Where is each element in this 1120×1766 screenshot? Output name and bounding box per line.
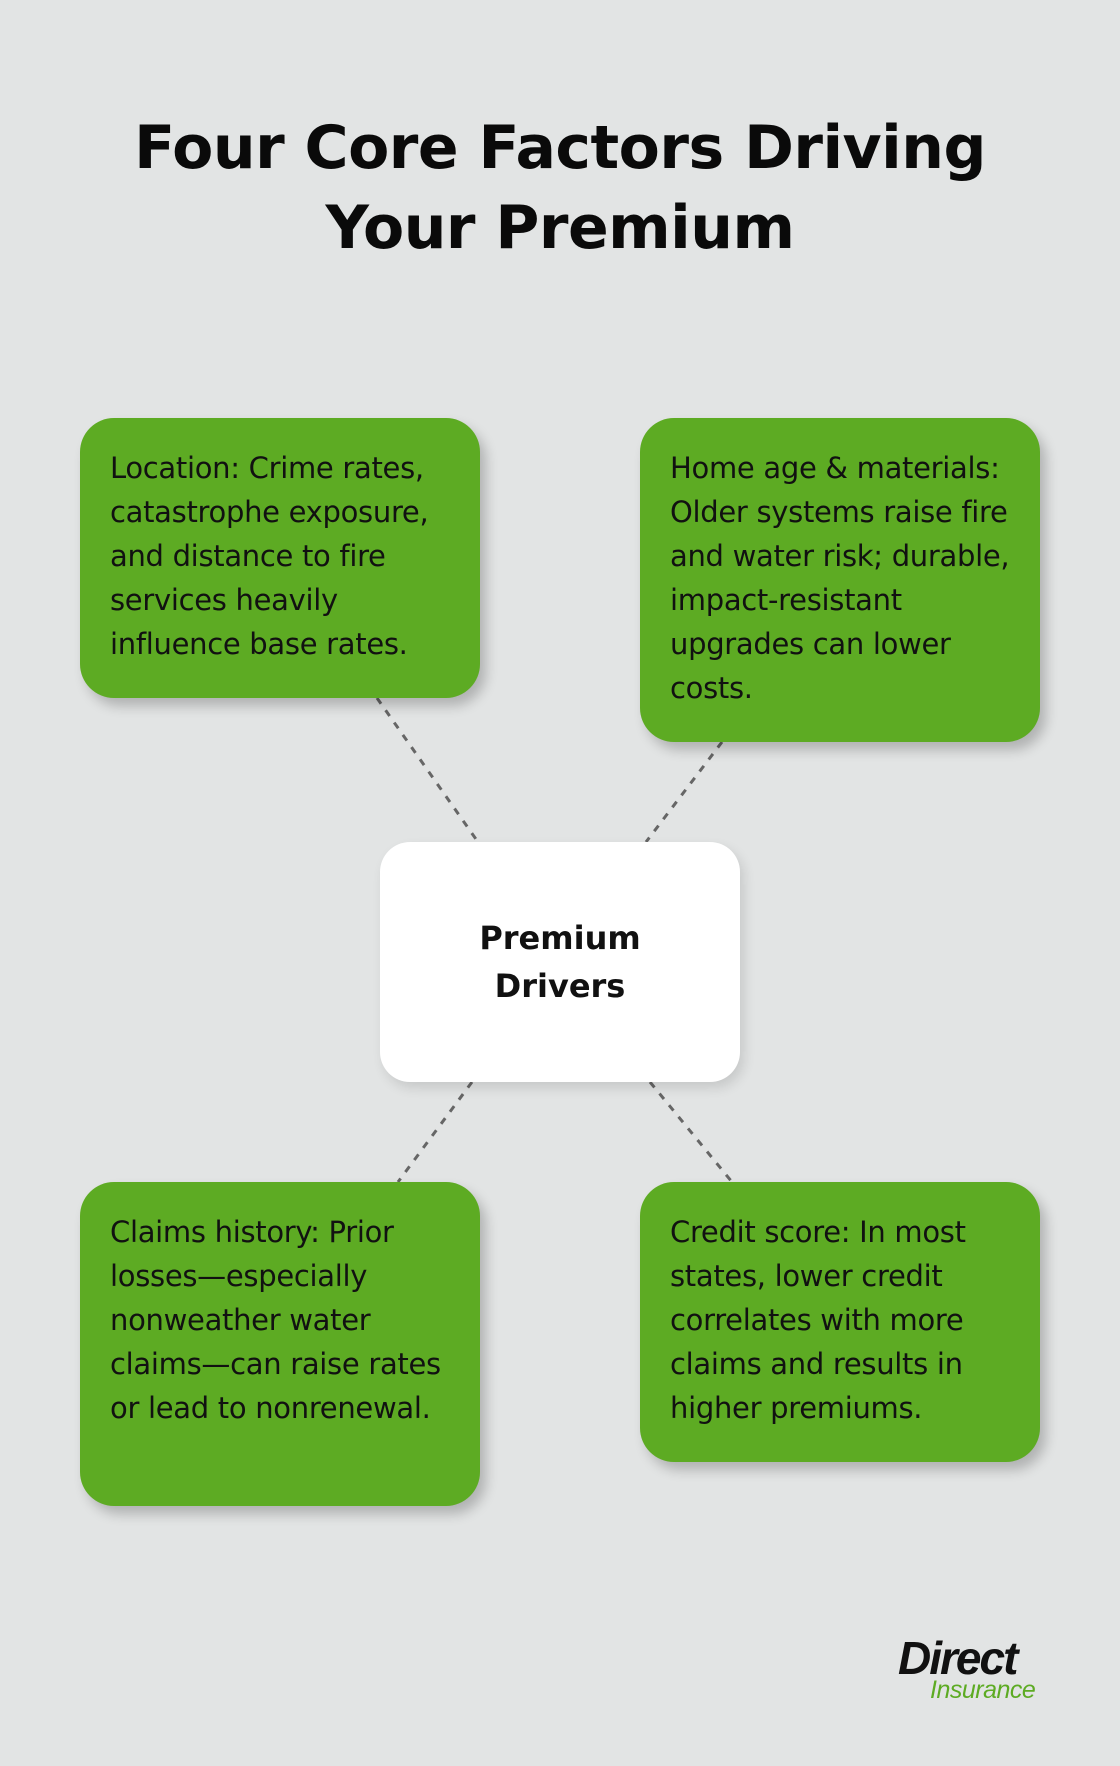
connector-location [375,697,480,843]
factor-text: Claims history: Prior losses—especially … [110,1215,441,1425]
factor-text: Location: Crime rates, catastrophe expos… [110,451,429,661]
connector-home-age [644,741,724,843]
center-node: Premium Drivers [380,842,740,1082]
brand-tagline: Insurance [930,1676,1036,1704]
connector-claims [396,1081,474,1183]
brand-logo: Direct Insurance [890,1634,1060,1704]
factor-card-location: Location: Crime rates, catastrophe expos… [80,418,480,698]
connector-credit [648,1081,734,1183]
page-title: Four Core Factors Driving Your Premium [134,113,986,263]
factor-text: Credit score: In most states, lower cred… [670,1215,966,1425]
factor-card-claims-history: Claims history: Prior losses—especially … [80,1182,480,1506]
brand-name: Direct [898,1632,1018,1684]
factor-card-home-age-materials: Home age & materials: Older systems rais… [640,418,1040,742]
factor-card-credit-score: Credit score: In most states, lower cred… [640,1182,1040,1462]
center-label: Premium Drivers [479,919,641,1005]
factor-text: Home age & materials: Older systems rais… [670,451,1010,705]
